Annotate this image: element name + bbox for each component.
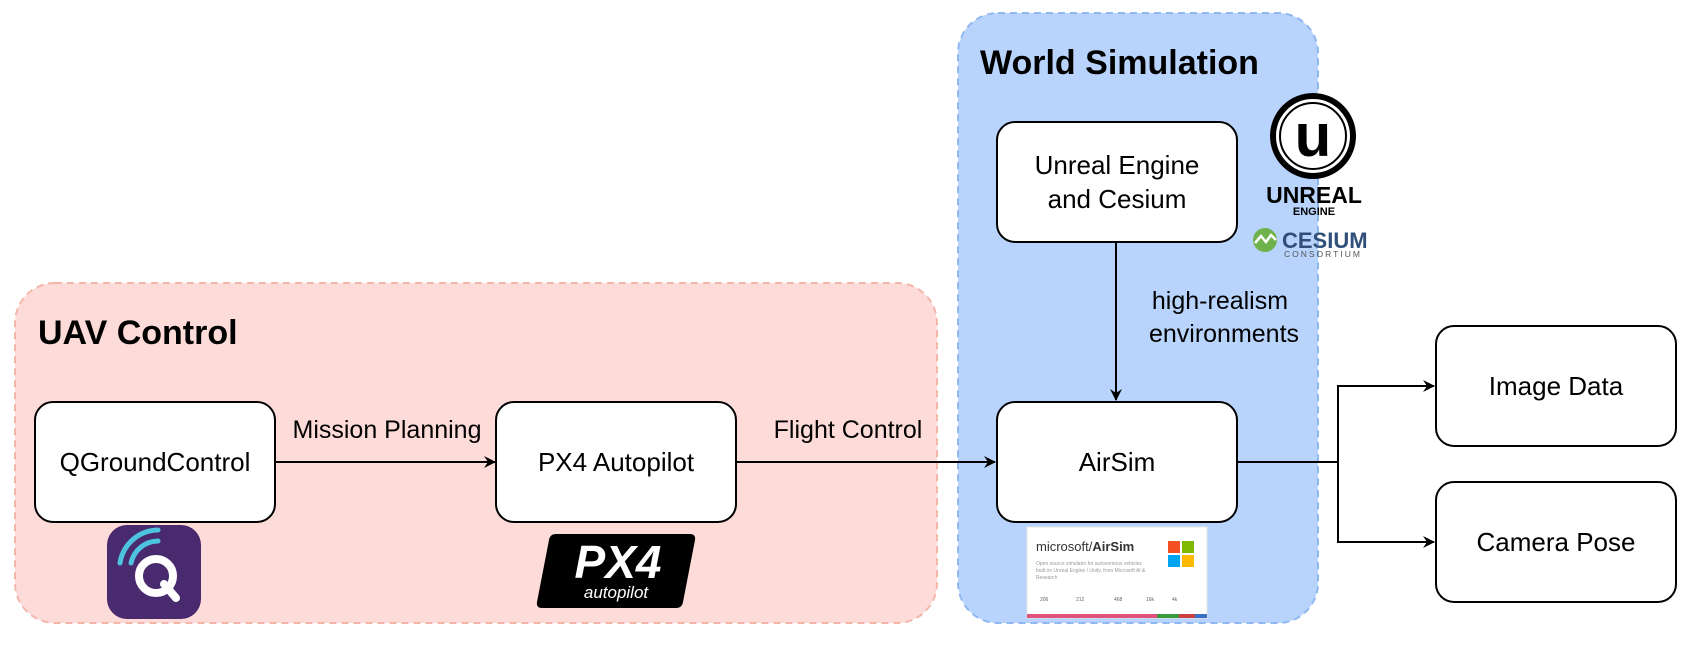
node-airsim-label: AirSim — [1079, 447, 1156, 477]
uav-control-group — [14, 282, 938, 624]
airsim-card-desc2: built on Unreal Engine / Unity, from Mic… — [1036, 568, 1146, 574]
edge-label-high-realism-line1: high-realism — [1152, 287, 1288, 315]
unreal-engine-logo-icon: u UNREAL ENGINE — [1266, 93, 1362, 218]
node-image-data: Image Data — [1435, 325, 1677, 447]
px4-logo-text: PX4 — [575, 536, 662, 588]
airsim-card-repo: AirSim — [1092, 539, 1134, 554]
edge-label-flight-control: Flight Control — [774, 416, 923, 444]
node-unreal-line1: Unreal Engine — [1035, 150, 1200, 180]
node-camera-pose-label: Camera Pose — [1477, 527, 1636, 557]
node-unreal-cesium: Unreal Engine and Cesium — [996, 121, 1238, 243]
edge-label-mission-planning: Mission Planning — [293, 416, 482, 444]
microsoft-logo-icon — [1168, 541, 1194, 567]
node-px4-autopilot: PX4 Autopilot — [495, 401, 737, 523]
airsim-card-stat-3: 468 — [1114, 597, 1123, 603]
uav-control-title: UAV Control — [38, 314, 238, 352]
unreal-logo-line2: ENGINE — [1293, 206, 1335, 218]
node-qgroundcontrol-label: QGroundControl — [60, 447, 251, 477]
px4-logo-icon: PX4 autopilot — [536, 534, 696, 608]
cesium-logo-line1: CESIUM — [1282, 228, 1368, 253]
node-airsim: AirSim — [996, 401, 1238, 523]
airsim-card-stat-5: 4k — [1172, 597, 1178, 603]
airsim-card-stat-1: 206 — [1040, 597, 1049, 603]
edge-to-camera-pose — [1337, 462, 1435, 548]
node-unreal-line2: and Cesium — [1048, 184, 1187, 214]
airsim-card-language-bar — [1027, 614, 1207, 618]
airsim-card-stat-4: 16k — [1146, 597, 1155, 603]
node-px4-label: PX4 Autopilot — [538, 447, 695, 477]
px4-logo-subtext: autopilot — [584, 583, 650, 602]
airsim-repo-card: microsoft/AirSim Open source simulator f… — [1026, 526, 1208, 619]
airsim-card-stat-2: 212 — [1076, 597, 1085, 603]
edge-to-image-data — [1337, 380, 1435, 462]
qgroundcontrol-logo-icon — [107, 525, 201, 619]
airsim-card-desc1: Open source simulator for autonomous veh… — [1036, 561, 1142, 567]
airsim-card-desc3: Research — [1036, 575, 1058, 581]
node-qgroundcontrol: QGroundControl — [34, 401, 276, 523]
airsim-card-owner: microsoft/ — [1036, 539, 1093, 554]
edge-label-high-realism-line2: environments — [1149, 320, 1299, 348]
cesium-logo-line2: CONSORTIUM — [1284, 249, 1362, 259]
svg-text:microsoft/AirSim: microsoft/AirSim — [1036, 539, 1134, 554]
node-camera-pose: Camera Pose — [1435, 481, 1677, 603]
unreal-logo-glyph: u — [1295, 102, 1332, 169]
world-simulation-title: World Simulation — [980, 44, 1259, 82]
node-image-data-label: Image Data — [1489, 371, 1624, 401]
unreal-logo-line1: UNREAL — [1266, 182, 1362, 208]
cesium-logo-icon: CESIUM CONSORTIUM — [1253, 228, 1368, 259]
